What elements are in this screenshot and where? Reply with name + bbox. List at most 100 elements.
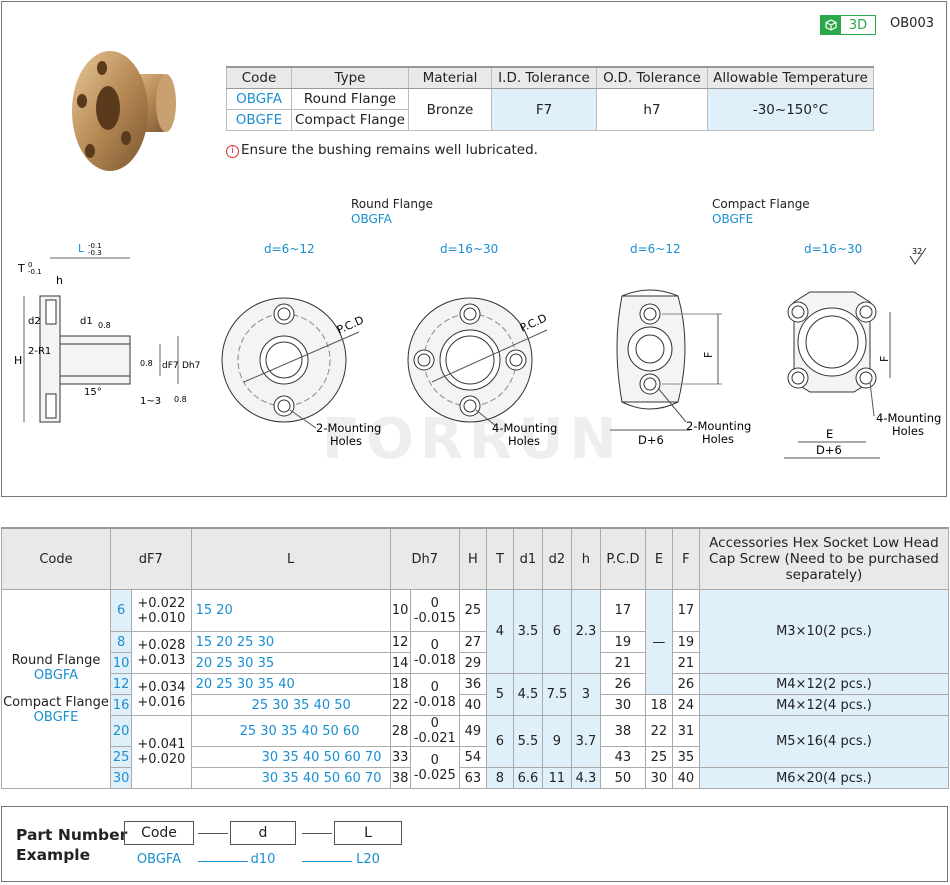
d2-value: 9 [541,715,572,768]
L-values[interactable]: 20 25 30 35 [190,652,391,674]
svg-text:4-Mounting: 4-Mounting [876,411,941,425]
pn-field-L: L [334,821,402,845]
col-header: h [570,527,601,590]
d-value[interactable]: 16 [109,694,133,716]
L-values[interactable]: 15 20 [190,589,391,632]
svg-text:Holes: Holes [702,432,734,446]
L-values[interactable]: 20 25 30 35 40 [190,673,391,695]
h-value: 3 [570,673,601,716]
H-value: 27 [458,631,487,653]
pcd-value: 21 [599,652,646,674]
surface-finish-icon: 32 [909,247,927,265]
F-value: 26 [671,673,700,695]
pn-separator [198,833,228,834]
code-link[interactable]: OBGFA [33,668,79,683]
svg-text:0.8: 0.8 [140,359,153,368]
code-link[interactable]: OBGFE [33,710,79,725]
pcd-value: 17 [599,589,646,632]
E-value: 22 [644,715,673,747]
product-photo [72,51,176,171]
D-tol: 0-0.015 [409,589,460,632]
T-value: 4 [485,589,514,674]
svg-text:0.8: 0.8 [98,321,111,330]
svg-text:-0.1: -0.1 [28,268,42,276]
spec-code-link[interactable]: OBGFE [226,109,292,131]
H-value: 25 [458,589,487,632]
3d-model-button[interactable]: 3D [820,15,876,35]
range-label: d=6~12 [264,242,315,256]
d-value[interactable]: 12 [109,673,133,695]
H-value: 29 [458,652,487,674]
product-overview-panel: 3D OB003 Code Type Material I.D. Toleran… [1,1,947,497]
d2-value: 7.5 [541,673,572,716]
svg-text:0: 0 [28,261,32,269]
code-type: Compact Flange [3,695,109,710]
spec-code-link[interactable]: OBGFA [226,88,292,110]
spec-material: Bronze [408,88,492,131]
L-values[interactable]: 15 20 25 30 [190,631,391,653]
svg-text:T: T [17,262,25,275]
pcd-value: 19 [599,631,646,653]
part-number-example: Part Number Example Code d L OBGFA d10 L… [1,806,948,882]
L-values[interactable]: 30 35 40 50 60 70 [190,767,391,789]
col-header: T [485,527,514,590]
d1-value: 5.5 [512,715,543,768]
svg-text:Holes: Holes [330,434,362,448]
svg-text:Holes: Holes [508,434,540,448]
D-value: 12 [389,631,411,653]
pcd-value: 43 [599,746,646,768]
code-type: Round Flange [11,653,101,668]
round-flange-title: Round Flange [351,197,433,211]
E-value: — [644,589,673,695]
d2-value: 11 [541,767,572,789]
spec-id-tol: F7 [491,88,597,131]
H-value: 49 [458,715,487,747]
spec-header: Type [291,66,409,89]
pn-field-d: d [230,821,296,845]
spec-header: Material [408,66,492,89]
svg-text:-0.3: -0.3 [88,249,102,257]
D-tol: 0-0.021 [409,715,460,747]
d-tol: +0.041+0.020 [131,715,192,789]
L-values[interactable]: 25 30 35 40 50 60 [190,715,391,747]
d-value[interactable]: 25 [109,746,133,768]
col-header: Code [1,527,111,590]
spec-header: I.D. Tolerance [491,66,597,89]
h-value: 2.3 [570,589,601,674]
svg-text:H: H [14,354,22,367]
svg-text:2-Mounting: 2-Mounting [316,421,381,435]
E-value: 25 [644,746,673,768]
d-value[interactable]: 20 [109,715,133,747]
d-value[interactable]: 6 [109,589,133,632]
svg-text:15°: 15° [84,387,102,398]
T-value: 8 [485,767,514,789]
pcd-value: 30 [599,694,646,716]
col-header: L [190,527,391,590]
col-header: d1 [512,527,543,590]
d-value[interactable]: 10 [109,652,133,674]
L-values[interactable]: 25 30 35 40 50 [190,694,391,716]
D-value: 14 [389,652,411,674]
screw-value: M3×10(2 pcs.) [698,589,950,674]
D-tol: 0-0.025 [409,746,460,789]
round-flange-code[interactable]: OBGFA [351,212,392,226]
d-value[interactable]: 8 [109,631,133,653]
D-tol: 0-0.018 [409,673,460,716]
d-tol: +0.028+0.013 [131,631,192,674]
pn-value-d: d10 [250,852,276,867]
col-header: Dh7 [389,527,460,590]
pcd-value: 50 [599,767,646,789]
d1-value: 3.5 [512,589,543,674]
dim-L: L [78,242,85,255]
col-header: F [671,527,700,590]
svg-text:1~3: 1~3 [140,396,161,407]
L-values[interactable]: 30 35 40 50 60 70 [190,746,391,768]
compact-flange-code[interactable]: OBGFE [712,212,754,226]
svg-text:dF7: dF7 [162,361,179,371]
F-value: 19 [671,631,700,653]
F-value: 35 [671,746,700,768]
h-value: 3.7 [570,715,601,768]
d-value[interactable]: 30 [109,767,133,789]
col-header: d2 [541,527,572,590]
